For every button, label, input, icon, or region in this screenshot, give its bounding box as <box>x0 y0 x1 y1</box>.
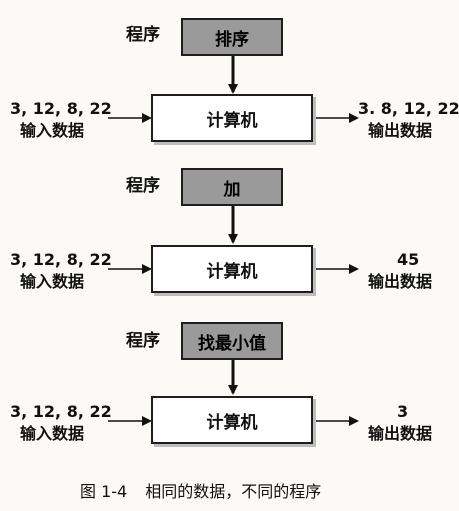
figure-caption: 图 1-4 相同的数据，不同的程序 <box>80 478 321 502</box>
input-values-2: 3, 12, 8, 22 <box>10 250 112 269</box>
computer-box-1: 计算机 <box>151 94 313 142</box>
program-label-3: 程序 <box>126 331 160 351</box>
output-label-2: 输出数据 <box>368 272 433 291</box>
program-box-add: 加 <box>181 168 283 206</box>
figure-number: 图 1-4 <box>80 482 128 501</box>
input-label-1: 输入数据 <box>20 121 85 140</box>
input-label-2: 输入数据 <box>20 272 85 291</box>
figure-title: 相同的数据，不同的程序 <box>145 482 322 501</box>
output-values-2: 45 <box>397 250 420 269</box>
input-values-3: 3, 12, 8, 22 <box>10 402 112 421</box>
output-label-1: 输出数据 <box>368 121 433 140</box>
output-values-1: 3. 8, 12, 22 <box>358 99 459 118</box>
input-values-1: 3, 12, 8, 22 <box>10 99 112 118</box>
computer-box-3: 计算机 <box>151 396 313 444</box>
program-label-1: 程序 <box>126 25 160 45</box>
output-label-3: 输出数据 <box>368 424 433 443</box>
program-label-2: 程序 <box>126 176 160 196</box>
output-values-3: 3 <box>397 402 409 421</box>
program-box-sort: 排序 <box>181 18 283 56</box>
input-label-3: 输入数据 <box>20 424 85 443</box>
computer-box-2: 计算机 <box>151 245 313 293</box>
program-box-find-min: 找最小值 <box>181 322 283 360</box>
